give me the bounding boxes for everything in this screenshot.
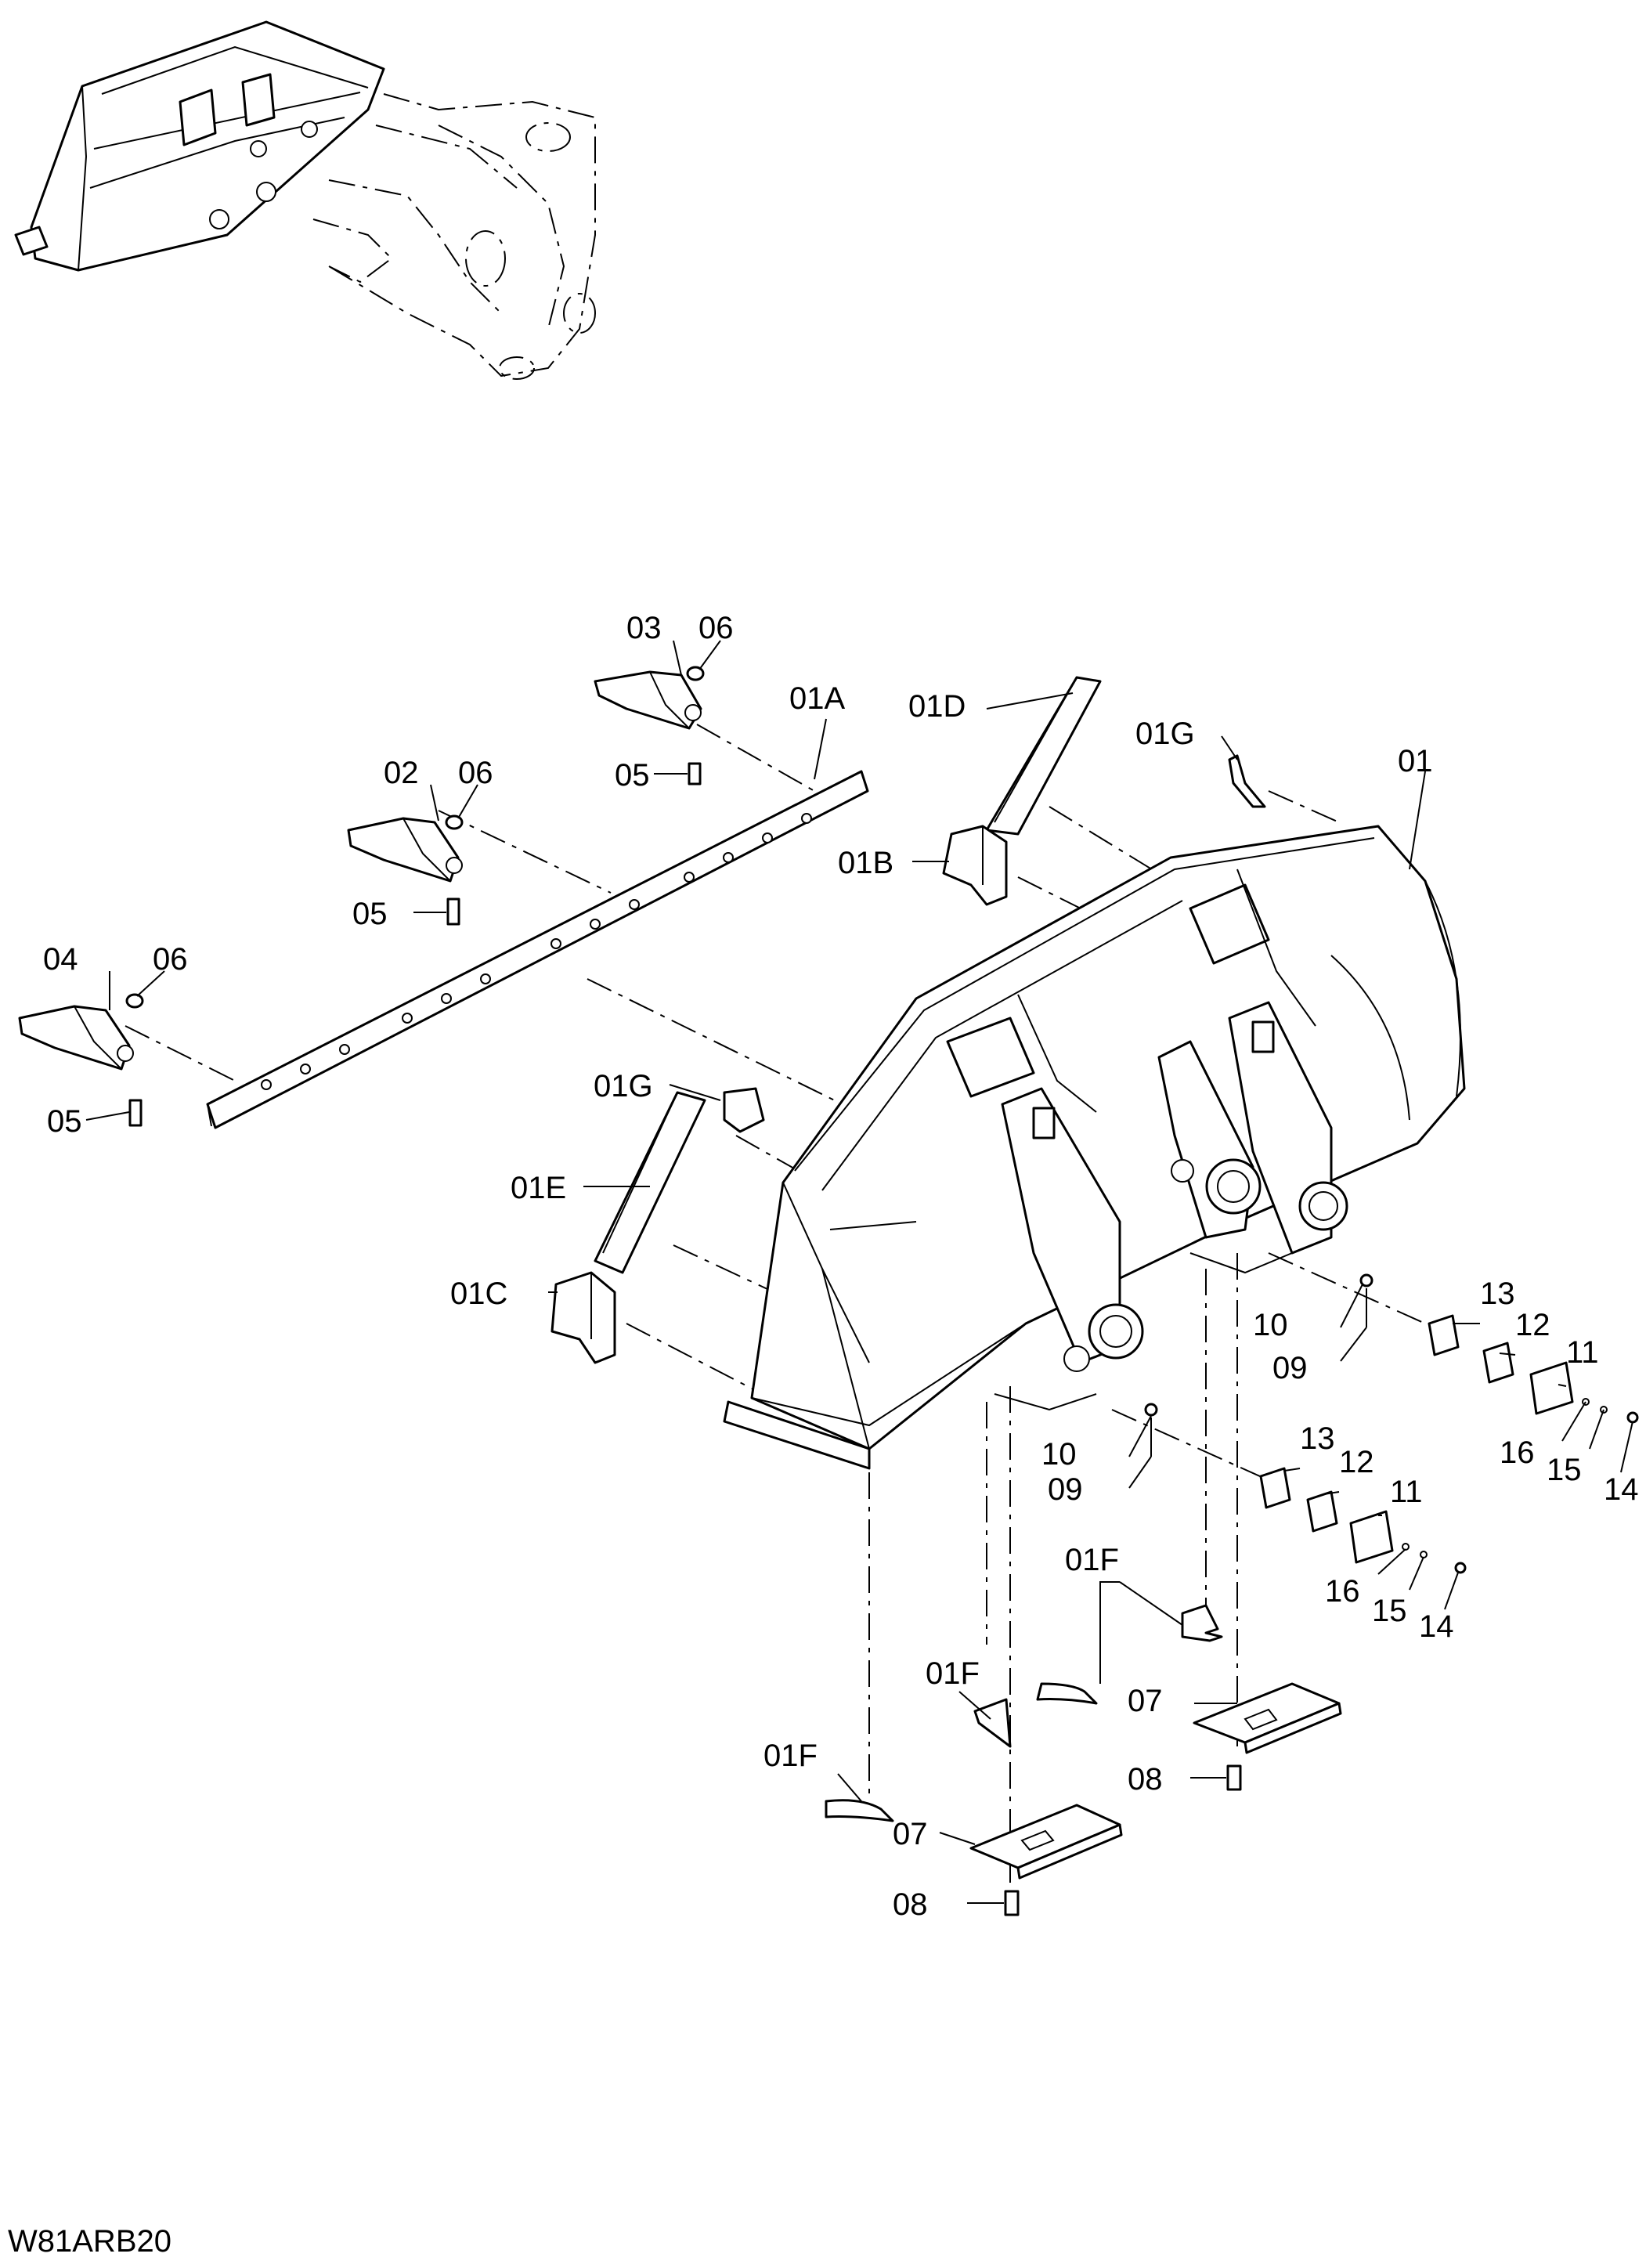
label-01C: 01C bbox=[450, 1277, 507, 1311]
label-01F: 01F bbox=[926, 1656, 980, 1691]
tooth-adapter-04 bbox=[18, 993, 144, 1127]
label-01F: 01F bbox=[1065, 1543, 1119, 1577]
wear-shoe-01F-left bbox=[825, 1799, 894, 1822]
pad-07-left bbox=[969, 1804, 1123, 1880]
label-09: 09 bbox=[1048, 1472, 1083, 1507]
bolt-08-left bbox=[1004, 1890, 1020, 1916]
label-14: 14 bbox=[1604, 1472, 1639, 1507]
leader-lines bbox=[85, 640, 1633, 1904]
label-15: 15 bbox=[1372, 1594, 1407, 1628]
label-01F: 01F bbox=[763, 1739, 818, 1773]
label-11: 11 bbox=[1566, 1335, 1599, 1370]
label-01D: 01D bbox=[908, 689, 966, 724]
label-13: 13 bbox=[1300, 1421, 1335, 1456]
label-01G: 01G bbox=[594, 1069, 653, 1103]
side-cutter-01C bbox=[550, 1271, 616, 1364]
label-12: 12 bbox=[1339, 1445, 1374, 1479]
label-01G: 01G bbox=[1135, 717, 1195, 751]
drawing-code: W81ARB20 bbox=[8, 2224, 171, 2259]
tooth-adapter-03 bbox=[594, 666, 705, 785]
label-01: 01 bbox=[1398, 744, 1433, 778]
label-05: 05 bbox=[352, 897, 388, 931]
label-05: 05 bbox=[47, 1104, 82, 1139]
label-12: 12 bbox=[1515, 1308, 1550, 1342]
cutting-edge-bolt-holes bbox=[261, 813, 812, 1090]
label-08: 08 bbox=[1128, 1762, 1163, 1797]
wear-shoe-01F-mid bbox=[973, 1698, 1012, 1748]
label-07: 07 bbox=[893, 1817, 928, 1851]
label-07: 07 bbox=[1128, 1684, 1163, 1718]
wear-plate-01E bbox=[594, 1091, 706, 1274]
gusset-01G-top bbox=[1228, 754, 1266, 808]
stopper-stack-left bbox=[1144, 1403, 1467, 1574]
bucket-body-01 bbox=[723, 825, 1466, 1470]
wear-plate-01D bbox=[985, 676, 1102, 836]
label-06: 06 bbox=[698, 611, 734, 645]
label-04: 04 bbox=[43, 942, 78, 977]
label-09: 09 bbox=[1272, 1351, 1308, 1385]
label-01E: 01E bbox=[511, 1171, 566, 1205]
wear-shoe-01F-right bbox=[1181, 1604, 1223, 1642]
label-02: 02 bbox=[384, 756, 419, 790]
label-06: 06 bbox=[458, 756, 493, 790]
gusset-01G-mid bbox=[723, 1087, 765, 1133]
label-13: 13 bbox=[1480, 1277, 1515, 1311]
label-10: 10 bbox=[1041, 1437, 1077, 1472]
side-cutter-01B bbox=[942, 825, 1008, 906]
overview-inset bbox=[14, 20, 596, 380]
wear-shoe-01F-center bbox=[1036, 1682, 1098, 1705]
bolt-08-right bbox=[1226, 1764, 1242, 1791]
label-10: 10 bbox=[1253, 1308, 1288, 1342]
label-16: 16 bbox=[1325, 1574, 1360, 1609]
label-16: 16 bbox=[1500, 1436, 1535, 1470]
label-05: 05 bbox=[615, 758, 650, 793]
cutting-edge-01A bbox=[206, 770, 869, 1129]
label-15: 15 bbox=[1547, 1453, 1582, 1487]
callout-labels: 03 06 01A 01D 01G 01 02 06 05 01B 05 04 … bbox=[43, 611, 1639, 1922]
label-01A: 01A bbox=[789, 681, 845, 716]
pad-07-right bbox=[1193, 1682, 1342, 1754]
label-03: 03 bbox=[626, 611, 662, 645]
label-08: 08 bbox=[893, 1887, 928, 1922]
label-11: 11 bbox=[1390, 1475, 1423, 1509]
label-06: 06 bbox=[153, 942, 188, 977]
label-14: 14 bbox=[1419, 1609, 1454, 1644]
tooth-adapter-02 bbox=[347, 814, 464, 926]
label-01B: 01B bbox=[838, 846, 893, 880]
